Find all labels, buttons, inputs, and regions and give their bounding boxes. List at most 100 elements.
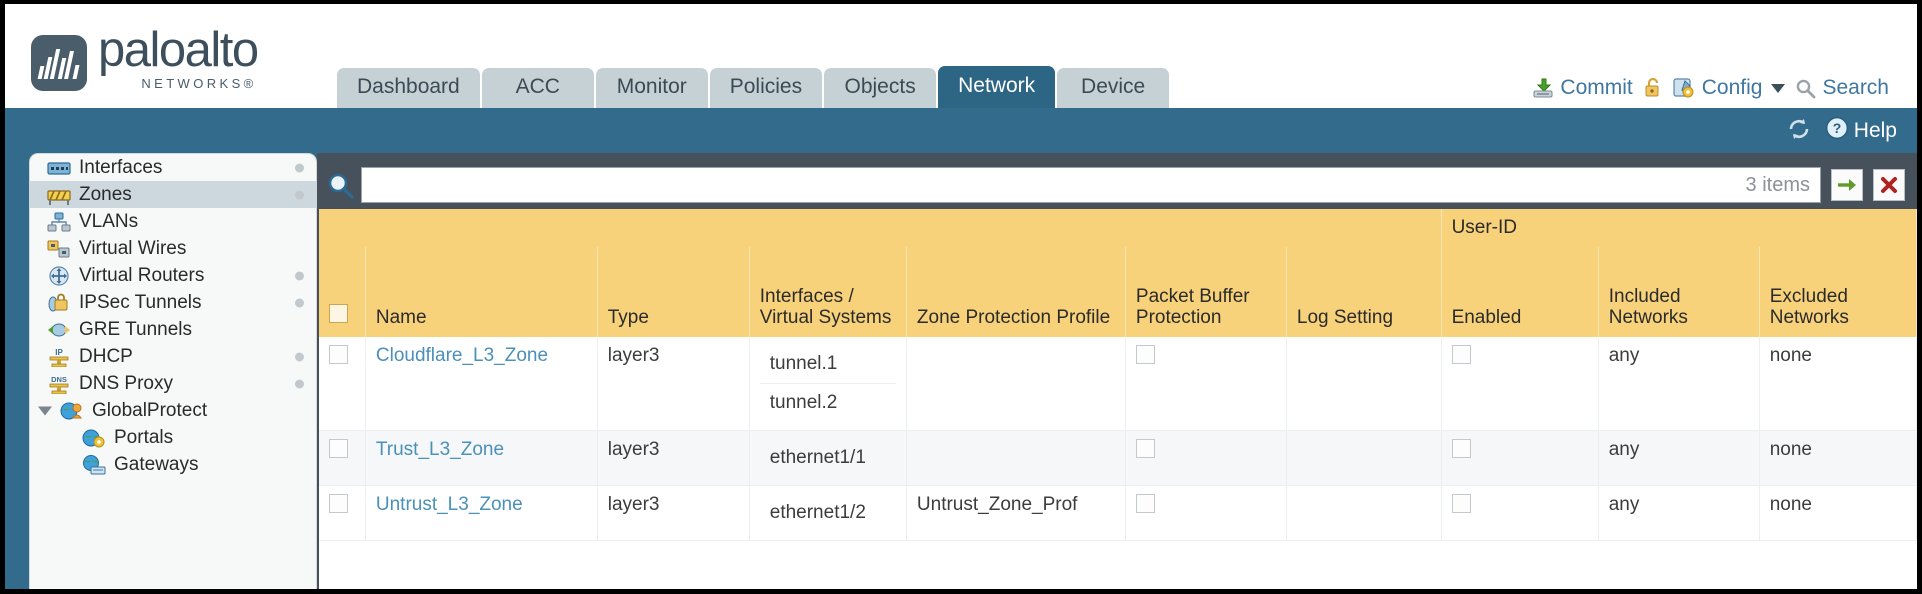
- clear-filter-button[interactable]: [1873, 169, 1905, 201]
- magnifier-icon[interactable]: [325, 170, 355, 200]
- sidebar-status-dot: [295, 163, 304, 172]
- sidebar-item-gre-tunnels[interactable]: GRE Tunnels: [30, 316, 316, 343]
- packet-buffer-checkbox[interactable]: [1135, 345, 1155, 364]
- sidebar-item-virtual-wires[interactable]: Virtual Wires: [30, 235, 316, 262]
- expand-triangle-icon[interactable]: [38, 406, 52, 415]
- row-checkbox[interactable]: [329, 345, 348, 364]
- packet-buffer-protection-cell: [1125, 337, 1287, 431]
- filter-input[interactable]: 3 items: [361, 167, 1821, 203]
- sidebar-status-dot: [295, 298, 304, 307]
- sidebar-status-dot: [295, 379, 304, 388]
- sidebar-item-ipsec-tunnels[interactable]: IPSec Tunnels: [30, 289, 316, 316]
- row-select-cell: [319, 485, 366, 541]
- userid-enabled-checkbox[interactable]: [1451, 494, 1471, 513]
- tab-device[interactable]: Device: [1057, 68, 1170, 108]
- svg-text:DNS: DNS: [51, 375, 67, 384]
- table-group-header-row: User-ID: [319, 209, 1917, 247]
- zone-name-link[interactable]: Untrust_L3_Zone: [375, 494, 523, 515]
- lock-button[interactable]: [1643, 77, 1663, 99]
- config-menu[interactable]: Config: [1673, 76, 1786, 100]
- sidebar-item-label: GRE Tunnels: [79, 318, 192, 340]
- brand-name: paloalto: [98, 23, 259, 77]
- padlock-icon: [1643, 77, 1663, 99]
- sidebar-item-label: Interfaces: [79, 156, 163, 178]
- column-header-interfaces-virtual-systems[interactable]: Interfaces / Virtual Systems: [749, 247, 907, 337]
- sidebar-item-zones[interactable]: Zones: [30, 181, 316, 208]
- interface-item: tunnel.1: [759, 345, 896, 384]
- apply-filter-button[interactable]: [1831, 169, 1863, 201]
- virtual-wires-icon: [47, 239, 71, 259]
- userid-enabled-cell: [1441, 337, 1599, 431]
- select-all-checkbox[interactable]: [329, 304, 348, 323]
- row-checkbox[interactable]: [329, 439, 348, 458]
- gre-tunnels-icon: [47, 320, 71, 340]
- included-networks-cell: any: [1598, 430, 1760, 486]
- packet-buffer-checkbox[interactable]: [1135, 439, 1155, 458]
- log-setting-cell: [1286, 337, 1442, 431]
- sidebar-item-label: Gateways: [114, 453, 199, 475]
- zone-protection-profile-cell: [906, 337, 1126, 431]
- included-networks-cell: any: [1598, 485, 1760, 541]
- included-networks-cell: any: [1598, 337, 1760, 431]
- sidebar-item-portals[interactable]: Portals: [30, 424, 316, 451]
- sub-header-band: ? Help: [5, 108, 1917, 153]
- interface-item: tunnel.2: [769, 392, 838, 413]
- column-header-type[interactable]: Type: [597, 247, 750, 337]
- packet-buffer-checkbox[interactable]: [1135, 494, 1155, 513]
- commit-icon: [1532, 77, 1554, 99]
- search-button[interactable]: Search: [1795, 76, 1889, 100]
- userid-enabled-checkbox[interactable]: [1451, 345, 1471, 364]
- globalprotect-icon: [60, 401, 84, 421]
- zone-name-cell: Trust_L3_Zone: [365, 430, 598, 486]
- tab-network[interactable]: Network: [938, 66, 1056, 108]
- row-checkbox[interactable]: [329, 494, 348, 513]
- sidebar-item-label: Virtual Routers: [79, 264, 205, 286]
- help-button[interactable]: ? Help: [1825, 116, 1897, 146]
- interface-item: ethernet1/2: [769, 502, 866, 523]
- sidebar-item-gateways[interactable]: Gateways: [30, 451, 316, 478]
- brand-tagline: NETWORKS®: [141, 76, 257, 91]
- column-header-name[interactable]: Name: [365, 247, 598, 337]
- ipsec-tunnels-icon: [47, 293, 71, 313]
- sidebar-item-globalprotect[interactable]: GlobalProtect: [30, 397, 316, 424]
- filter-bar: 3 items: [317, 165, 1917, 205]
- tab-monitor[interactable]: Monitor: [595, 68, 708, 108]
- userid-enabled-checkbox[interactable]: [1451, 439, 1471, 458]
- sidebar-item-dns-proxy[interactable]: DNS DNS Proxy: [30, 370, 316, 397]
- virtual-routers-icon: [47, 265, 71, 286]
- interfaces-icon: [47, 158, 71, 178]
- tab-dashboard[interactable]: Dashboard: [337, 68, 480, 108]
- sidebar-item-label: DHCP: [79, 345, 133, 367]
- column-header-log-setting[interactable]: Log Setting: [1286, 247, 1442, 337]
- sidebar-item-label: Portals: [114, 426, 174, 448]
- zone-name-link[interactable]: Trust_L3_Zone: [375, 439, 505, 460]
- column-header-excluded-networks[interactable]: Excluded Networks: [1759, 247, 1917, 337]
- column-header-enabled[interactable]: Enabled: [1441, 247, 1599, 337]
- zone-protection-profile-cell: [906, 430, 1126, 486]
- tab-objects[interactable]: Objects: [824, 68, 937, 108]
- header-spacer: [319, 209, 1442, 247]
- refresh-icon[interactable]: [1786, 117, 1812, 146]
- tab-acc[interactable]: ACC: [481, 68, 594, 108]
- sidebar-item-virtual-routers[interactable]: Virtual Routers: [30, 262, 316, 289]
- sidebar-item-interfaces[interactable]: Interfaces: [30, 154, 316, 181]
- vlans-icon: [47, 212, 71, 232]
- commit-button[interactable]: Commit: [1532, 76, 1633, 100]
- packet-buffer-protection-cell: [1125, 485, 1287, 541]
- column-header-included-networks[interactable]: Included Networks: [1598, 247, 1760, 337]
- column-header-zone-protection-profile[interactable]: Zone Protection Profile: [906, 247, 1126, 337]
- sidebar-item-vlans[interactable]: VLANs: [30, 208, 316, 235]
- sidebar-status-dot: [295, 352, 304, 361]
- sidebar-item-label: DNS Proxy: [79, 372, 173, 394]
- zone-name-link[interactable]: Cloudflare_L3_Zone: [375, 345, 549, 366]
- column-header-packet-buffer-protection[interactable]: Packet Buffer Protection: [1125, 247, 1287, 337]
- tab-policies[interactable]: Policies: [709, 68, 823, 108]
- content-area: 3 items: [317, 153, 1917, 589]
